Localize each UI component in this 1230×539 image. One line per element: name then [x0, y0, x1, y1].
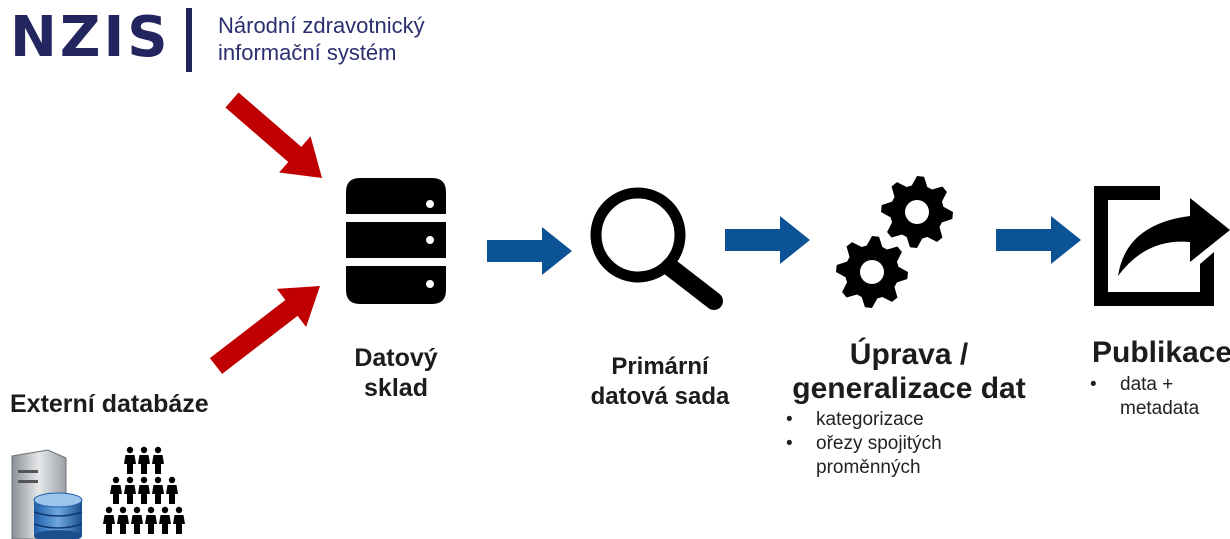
person-head — [105, 506, 113, 514]
logo-subtitle: Národní zdravotnický informační systém — [218, 12, 425, 66]
publish-bullets: data + metadata — [1088, 373, 1228, 421]
person-body — [124, 455, 136, 474]
publish-title-line-1: Publikace — [1092, 336, 1230, 369]
arrow-to-edit — [725, 216, 810, 264]
share-icon — [1094, 186, 1230, 306]
gear-large-icon-hole — [905, 200, 929, 224]
person-body — [138, 455, 150, 474]
stage-title-primary: Primární datová sada — [565, 352, 755, 412]
logo-subtitle-line-2: informační systém — [218, 40, 397, 65]
nzis-logo: NZIS — [10, 5, 171, 70]
bullet-item: kategorizace — [784, 408, 984, 432]
person-head — [140, 446, 148, 454]
person-body — [124, 485, 136, 504]
person-head — [140, 476, 148, 484]
arrow-from-nzis — [225, 92, 322, 178]
person-head — [161, 506, 169, 514]
person-head — [126, 476, 134, 484]
server-database-icon — [11, 449, 83, 539]
person-body — [152, 485, 164, 504]
person-head — [112, 476, 120, 484]
edit-title-line-2: generalizace dat — [792, 372, 1026, 405]
person-body — [166, 485, 178, 504]
person-body — [159, 515, 171, 534]
person-head — [168, 476, 176, 484]
person-head — [147, 506, 155, 514]
database-icon — [346, 178, 446, 304]
person-head — [154, 476, 162, 484]
person-body — [152, 455, 164, 474]
warehouse-title-line-1: Datový — [354, 344, 438, 372]
magnifier-icon — [590, 187, 723, 310]
person-head — [126, 446, 134, 454]
edit-bullets: kategorizace ořezy spojitých proměnných — [784, 408, 984, 480]
arrow-from-external — [209, 286, 320, 374]
warehouse-title-line-2: sklad — [364, 374, 428, 402]
primary-title-line-1: Primární — [611, 353, 709, 380]
stage-title-warehouse: Datový sklad — [316, 343, 476, 403]
person-body — [138, 485, 150, 504]
person-head — [133, 506, 141, 514]
person-body — [145, 515, 157, 534]
bullet-item: ořezy spojitých proměnných — [784, 432, 976, 480]
person-body — [110, 485, 122, 504]
logo-subtitle-line-1: Národní zdravotnický — [218, 13, 425, 38]
arrow-to-publish — [996, 216, 1081, 264]
gear-small-icon-hole — [860, 260, 884, 284]
person-body — [173, 515, 185, 534]
person-body — [103, 515, 115, 534]
arrow-to-primary — [487, 227, 572, 275]
primary-title-line-2: datová sada — [590, 383, 730, 410]
gears-icon — [836, 176, 953, 308]
person-head — [154, 446, 162, 454]
stage-title-publish: Publikace — [1076, 336, 1230, 370]
bullet-item: data + metadata — [1088, 373, 1230, 421]
population-icon — [103, 446, 185, 534]
person-head — [119, 506, 127, 514]
edit-title-line-1: Úprava / — [849, 338, 969, 371]
person-body — [117, 515, 129, 534]
stage-title-edit: Úprava / generalizace dat — [784, 338, 1034, 406]
person-head — [175, 506, 183, 514]
logo-divider — [186, 8, 192, 72]
person-body — [131, 515, 143, 534]
external-db-label: Externí databáze — [10, 390, 209, 418]
